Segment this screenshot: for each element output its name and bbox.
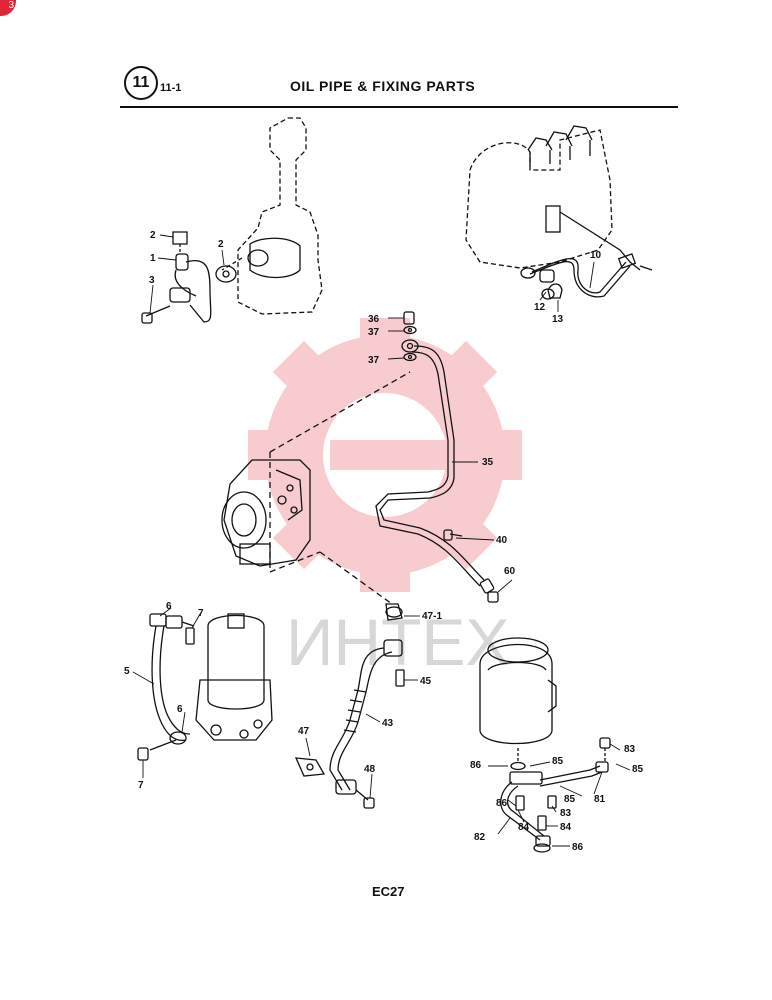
turbocharger-assembly: [221, 371, 411, 605]
callout-6-b: 6: [177, 704, 183, 715]
callout-43: 43: [382, 718, 394, 729]
corner-badge: 3: [0, 0, 16, 16]
callout-85-a: 85: [552, 756, 564, 767]
callout-81: 81: [594, 794, 606, 805]
callout-86-a: 86: [470, 760, 482, 771]
header-rule: [120, 106, 678, 108]
callouts-lower-right: [488, 743, 631, 847]
callout-35: 35: [482, 457, 494, 468]
callout-40: 40: [496, 535, 508, 546]
callout-2-b: 2: [218, 239, 224, 250]
callout-82: 82: [474, 832, 486, 843]
callouts-lower-left: [132, 607, 201, 778]
watermark-gear-logo: [248, 318, 522, 592]
oil-pipe-35: [375, 311, 499, 603]
callout-10: 10: [590, 250, 602, 261]
oil-filter-assembly: [137, 613, 273, 761]
callout-12: 12: [534, 302, 546, 313]
section-code: 11-1: [160, 82, 182, 94]
callouts-center: [387, 317, 513, 593]
upper-left-assembly: [141, 117, 323, 324]
callout-45: 45: [420, 676, 432, 687]
callout-7-a: 7: [198, 608, 204, 619]
callout-37-b: 37: [368, 355, 380, 366]
upper-right-assembly: [465, 125, 653, 300]
callout-83-b: 83: [560, 808, 572, 819]
callout-84-b: 84: [560, 822, 572, 833]
callout-86-c: 86: [572, 842, 584, 853]
callout-60: 60: [504, 566, 516, 577]
page-title: OIL PIPE & FIXING PARTS: [290, 78, 476, 94]
return-pipe-43: [294, 603, 405, 809]
lower-right-filter-assembly: [479, 637, 611, 853]
callout-13: 13: [552, 314, 564, 325]
callout-83-a: 83: [624, 744, 636, 755]
callout-1: 1: [150, 253, 156, 264]
callout-47: 47: [298, 726, 310, 737]
callouts-upper-left: [149, 234, 225, 314]
callout-48: 48: [364, 764, 376, 775]
callout-6-a: 6: [166, 601, 172, 612]
page-header: 11 11-1 OIL PIPE & FIXING PARTS: [120, 62, 680, 110]
callout-2-a: 2: [150, 230, 156, 241]
callout-3: 3: [149, 275, 155, 286]
callout-36: 36: [368, 314, 380, 325]
callout-85-c: 85: [564, 794, 576, 805]
watermark-text: ИНТЕХ: [286, 605, 509, 679]
callout-47-1: 47-1: [422, 611, 442, 622]
callout-7-b: 7: [138, 780, 144, 791]
callout-5: 5: [124, 666, 130, 677]
callout-84-a: 84: [518, 822, 530, 833]
callouts-upper-right: [539, 261, 595, 312]
page-code: EC27: [372, 884, 405, 899]
callout-37-a: 37: [368, 327, 380, 338]
callouts-lower-center: [305, 615, 420, 799]
section-number-circle: 11: [124, 66, 158, 100]
callout-85-b: 85: [632, 764, 644, 775]
callout-86-b: 86: [496, 798, 508, 809]
